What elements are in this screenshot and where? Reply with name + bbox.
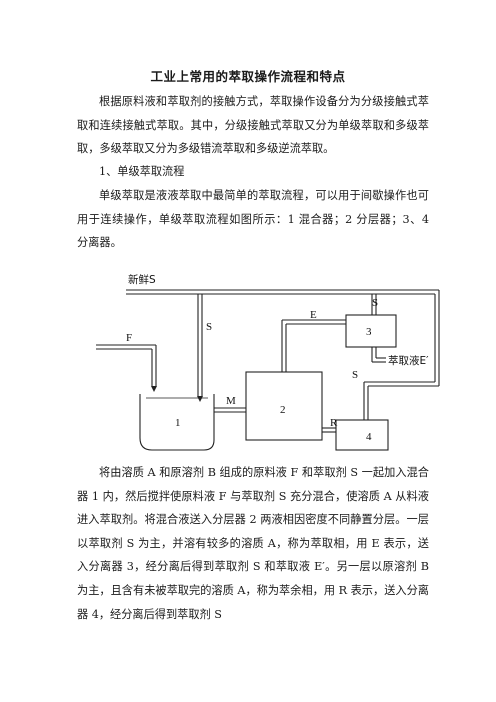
separator4-number: 4 — [366, 431, 372, 443]
settler-vessel — [245, 371, 323, 441]
single-stage-paragraph-text: 单级萃取是液液萃取中最简单的萃取流程，可以用于间歇操作也可用于连续操作，单级萃取… — [77, 189, 429, 250]
mixer-number: 1 — [175, 417, 181, 429]
mixture-label: M — [226, 395, 236, 407]
settler-number: 2 — [280, 404, 286, 416]
extraction-flow-diagram: 新鲜S F S S S E M R 萃取液E′ 1 2 3 4 — [96, 268, 452, 458]
section-heading: 1、单级萃取流程 — [77, 160, 429, 184]
solvent-arrow-icon — [197, 396, 203, 402]
process-description-text: 将由溶质 A 和原溶剂 B 组成的原料液 F 和萃取剂 S 一起加入混合器 1 … — [77, 466, 429, 621]
separator4-vessel — [335, 419, 389, 451]
solvent-label-bottom-right: S — [352, 369, 358, 381]
intro-paragraph-text: 根据原料液和萃取剂的接触方式，萃取操作设备分为分级接触式萃取和连续接触式萃取。其… — [77, 95, 429, 156]
intro-paragraph: 根据原料液和萃取剂的接触方式，萃取操作设备分为分级接触式萃取和连续接触式萃取。其… — [77, 90, 429, 161]
process-description-paragraph: 将由溶质 A 和原溶剂 B 组成的原料液 F 和萃取剂 S 一起加入混合器 1 … — [77, 461, 429, 626]
separator3-vessel — [345, 314, 397, 348]
extract-phase-label: E — [310, 309, 317, 321]
solvent-label-top-right: S — [372, 297, 378, 309]
raffinate-label: R — [330, 417, 338, 429]
extract-product-label: 萃取液E′ — [388, 354, 429, 367]
feed-label: F — [126, 332, 132, 344]
single-stage-paragraph: 单级萃取是液液萃取中最简单的萃取流程，可以用于间歇操作也可用于连续操作，单级萃取… — [77, 184, 429, 255]
solvent-label-left: S — [206, 321, 212, 333]
fresh-solvent-label: 新鲜S — [128, 273, 156, 286]
separator3-number: 3 — [366, 326, 372, 338]
section-heading-text: 1、单级萃取流程 — [99, 165, 185, 178]
document-title: 工业上常用的萃取操作流程和特点 — [150, 69, 346, 84]
flow-diagram-svg: 新鲜S F S S S E M R 萃取液E′ 1 2 3 4 — [96, 273, 440, 451]
mixer-vessel — [139, 394, 215, 451]
feed-arrow-icon — [151, 386, 157, 392]
